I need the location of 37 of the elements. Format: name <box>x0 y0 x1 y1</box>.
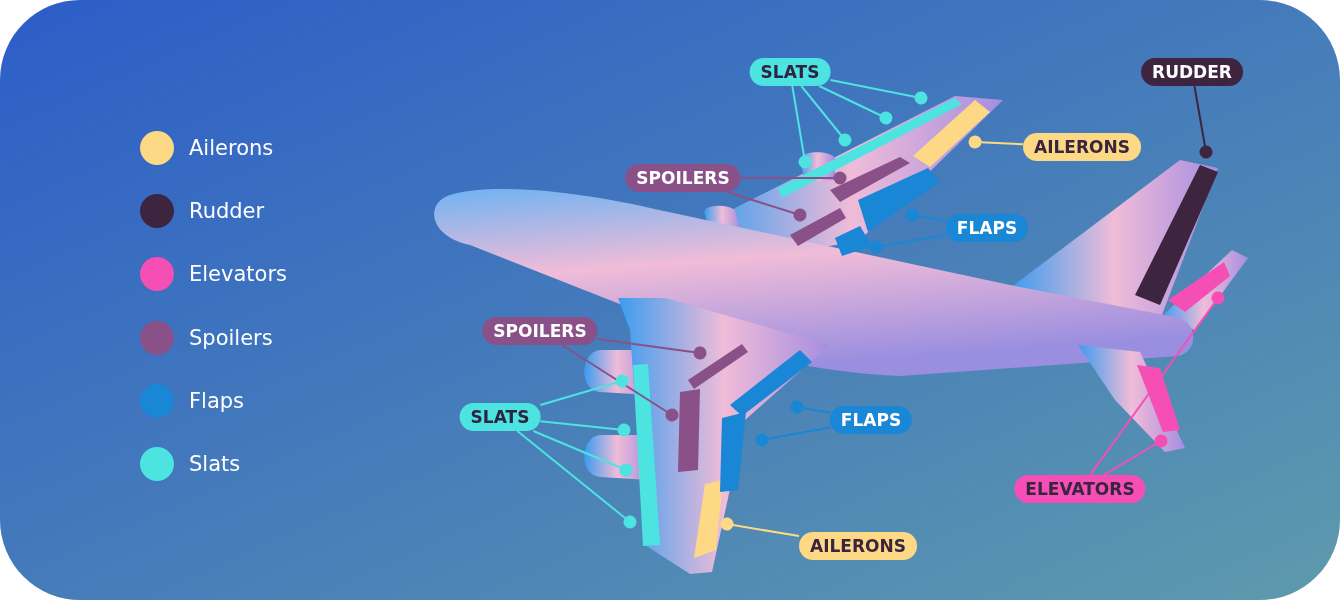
label-pill: FLAPS <box>829 406 913 434</box>
leader-line <box>739 171 847 185</box>
leader-line <box>905 208 947 222</box>
leader-line <box>539 374 629 407</box>
label-pill: AILERONS <box>799 532 917 560</box>
legend-label: Spoilers <box>189 325 273 351</box>
leader-line <box>1193 85 1213 159</box>
legend-label: Ailerons <box>189 135 274 161</box>
label-pill: SPOILERS <box>625 164 741 192</box>
label-pill: SPOILERS <box>482 317 598 345</box>
leader-line <box>800 85 852 147</box>
leader-line <box>516 430 637 529</box>
legend-label: Elevators <box>189 261 287 287</box>
leader-line <box>1102 434 1168 476</box>
leader-line <box>755 426 831 447</box>
label-pill: FLAPS <box>945 214 1029 242</box>
leader-line <box>532 430 633 477</box>
legend-label: Slats <box>189 451 241 477</box>
leader-line <box>791 85 812 169</box>
leader-line <box>561 344 679 422</box>
leader-line <box>596 337 707 360</box>
leader-line <box>1089 291 1225 476</box>
label-pill: ELEVATORS <box>1014 475 1146 503</box>
leader-line <box>869 234 947 254</box>
leader-line <box>790 400 831 414</box>
leader-line <box>539 420 631 437</box>
leader-line <box>726 191 807 222</box>
leader-line <box>818 85 893 125</box>
leader-line <box>968 135 1024 149</box>
leader-line <box>720 517 800 538</box>
label-pill: SLATS <box>749 58 831 86</box>
label-pill: SLATS <box>459 403 541 431</box>
label-pill: RUDDER <box>1141 58 1243 86</box>
leader-line <box>829 79 928 105</box>
label-pill: AILERONS <box>1023 133 1141 161</box>
legend-label: Rudder <box>189 198 265 224</box>
legend-label: Flaps <box>189 388 245 414</box>
